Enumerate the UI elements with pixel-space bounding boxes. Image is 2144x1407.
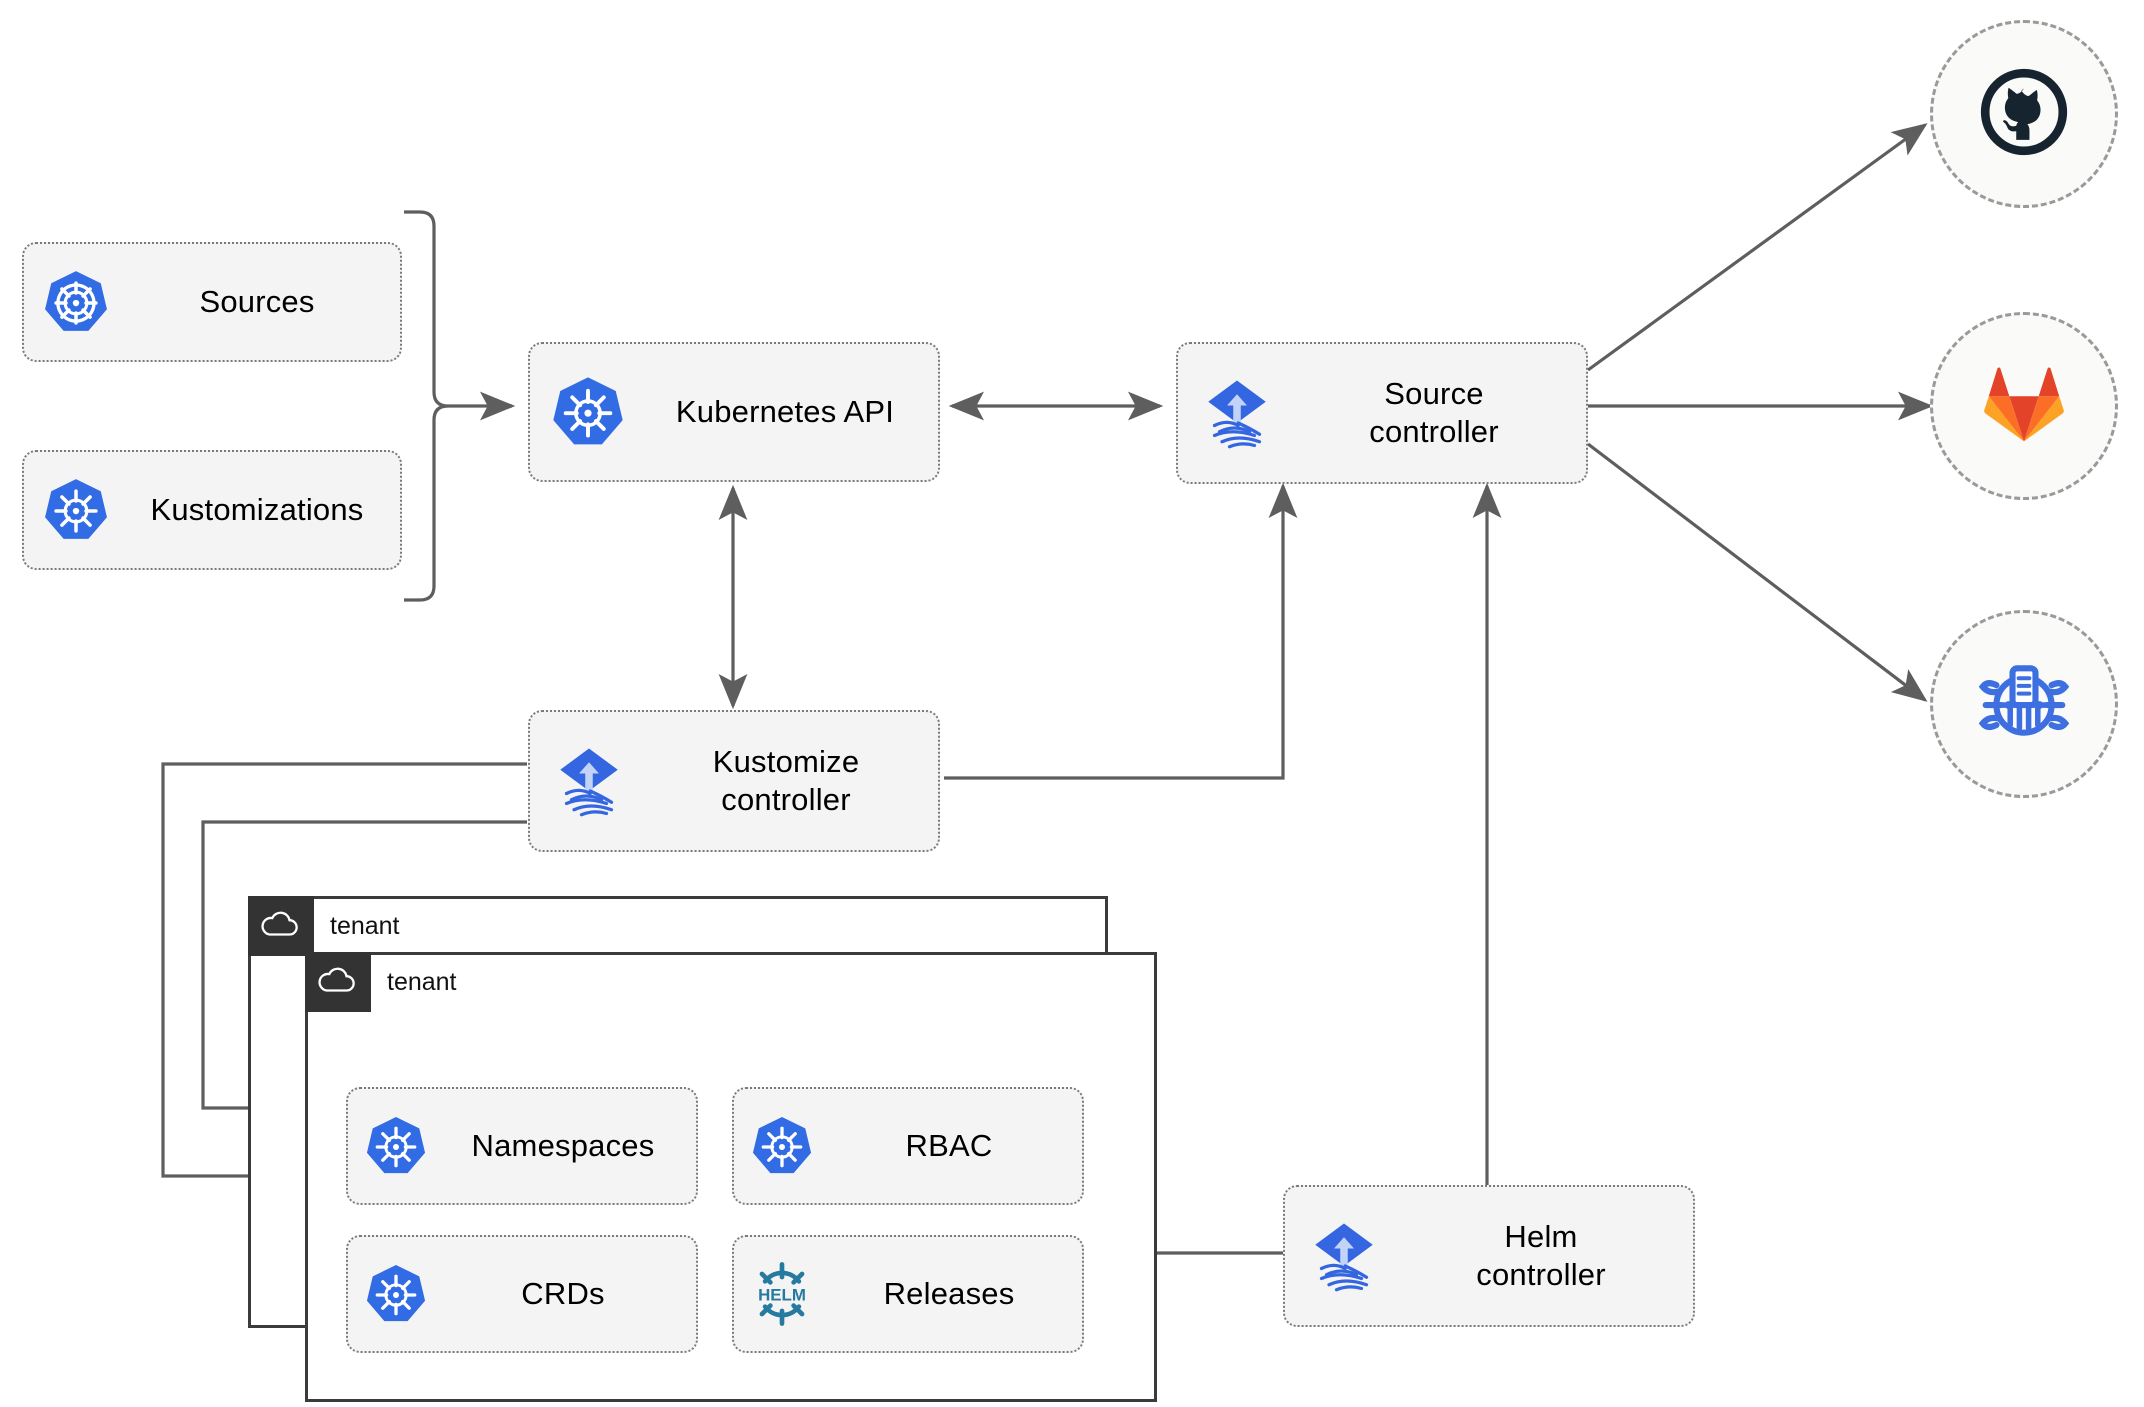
node-label: Namespaces — [471, 1128, 655, 1164]
cloud-icon — [315, 965, 357, 1000]
kubernetes-icon — [348, 1115, 444, 1177]
helm-repository-icon — [1975, 653, 2073, 756]
gitlab-icon — [1978, 358, 2070, 455]
kubernetes-icon — [24, 477, 128, 543]
node-label: Helm controller — [1476, 1219, 1606, 1292]
node-helm-controller[interactable]: Helm controller — [1283, 1185, 1695, 1327]
tenant-label: tenant — [330, 911, 400, 940]
flux-icon — [530, 741, 648, 821]
node-source-controller[interactable]: Source controller — [1176, 342, 1588, 484]
tenant-tab — [248, 896, 314, 956]
node-label: Releases — [883, 1276, 1015, 1312]
node-namespaces[interactable]: Namespaces — [346, 1087, 698, 1205]
github-icon — [1978, 66, 2070, 163]
tenant-frame-inner[interactable]: tenant — [305, 952, 1157, 1402]
node-sources[interactable]: Sources — [22, 242, 402, 362]
provider-helm-repository[interactable] — [1930, 610, 2118, 798]
node-kubernetes-api[interactable]: Kubernetes API — [528, 342, 940, 482]
tenant-tab — [305, 952, 371, 1012]
node-label: RBAC — [905, 1128, 993, 1164]
node-label: Sources — [199, 284, 315, 320]
kubernetes-icon — [734, 1115, 830, 1177]
node-rbac[interactable]: RBAC — [732, 1087, 1084, 1205]
cloud-icon — [258, 909, 300, 944]
svg-text:HELM: HELM — [758, 1285, 806, 1304]
node-crds[interactable]: CRDs — [346, 1235, 698, 1353]
node-label: Kustomizations — [150, 492, 364, 528]
node-label: CRDs — [521, 1276, 605, 1312]
node-kustomize-controller[interactable]: Kustomize controller — [528, 710, 940, 852]
flux-icon — [1178, 373, 1296, 453]
provider-gitlab[interactable] — [1930, 312, 2118, 500]
node-label: Kustomize controller — [712, 744, 860, 817]
node-kustomizations[interactable]: Kustomizations — [22, 450, 402, 570]
kubernetes-icon — [348, 1263, 444, 1325]
tenant-label: tenant — [387, 967, 457, 996]
provider-github[interactable] — [1930, 20, 2118, 208]
node-label: Kubernetes API — [675, 394, 895, 430]
helm-icon: HELM — [734, 1256, 830, 1332]
node-releases[interactable]: HELM Releases — [732, 1235, 1084, 1353]
kubernetes-icon — [530, 375, 646, 449]
node-label: Source controller — [1369, 376, 1499, 449]
flux-icon — [1285, 1216, 1403, 1296]
kubernetes-icon — [24, 269, 128, 335]
